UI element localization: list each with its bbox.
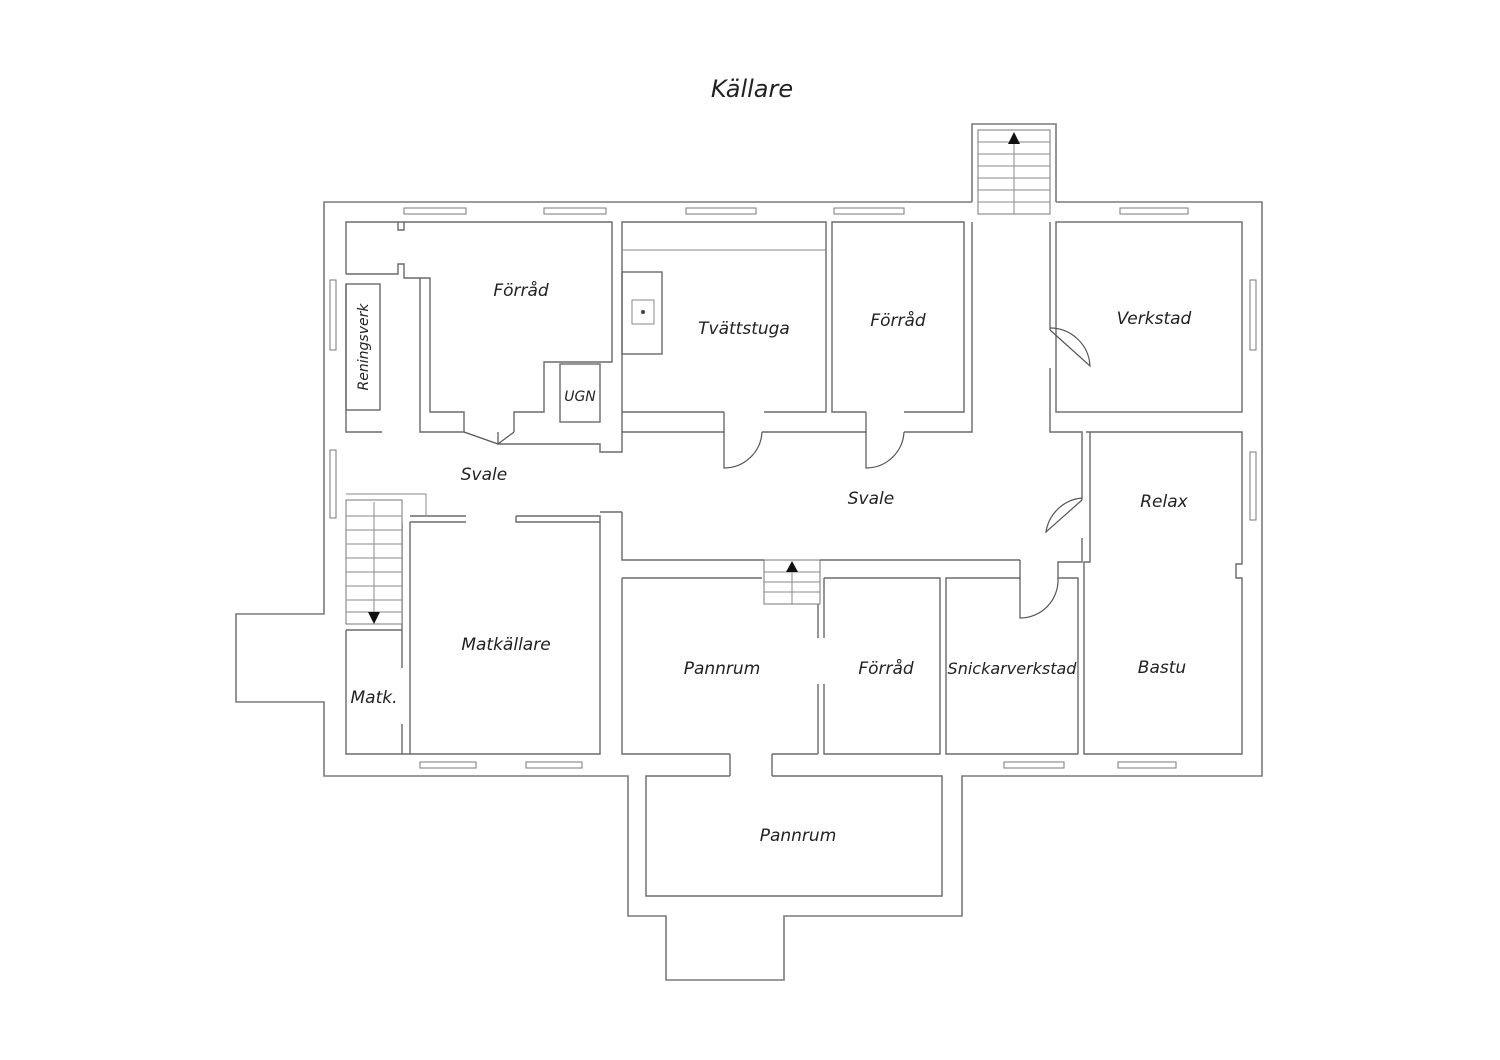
floor-title: Källare xyxy=(711,75,793,103)
room-label-matkallare: Matkällare xyxy=(461,635,550,655)
windows xyxy=(329,207,1257,769)
room-label-bastu: Bastu xyxy=(1138,658,1187,678)
room-label-relax: Relax xyxy=(1140,492,1188,512)
stairs-middle xyxy=(763,559,821,605)
room-label-verkstad: Verkstad xyxy=(1117,309,1192,329)
room-label-forrad-2: Förråd xyxy=(870,310,926,331)
room-walls xyxy=(345,221,1243,897)
room-label-forrad: Förråd xyxy=(493,280,549,301)
stairs-top xyxy=(977,129,1051,215)
room-label-pannrum: Pannrum xyxy=(684,659,761,679)
room-label-reningsverk: Reningsverk xyxy=(356,303,372,391)
room-label-svale-2: Svale xyxy=(848,489,894,509)
room-label-svale: Svale xyxy=(461,465,507,485)
room-label-snickarverkstad: Snickarverkstad xyxy=(948,659,1078,678)
outer-walls xyxy=(235,123,1263,981)
room-label-pannrum-2: Pannrum xyxy=(760,826,837,846)
room-label-tvattstuga: Tvättstuga xyxy=(698,319,790,339)
room-label-ugn: UGN xyxy=(564,389,596,405)
room-label-forrad-3: Förråd xyxy=(858,658,914,679)
doors xyxy=(463,327,1091,619)
stairs-left xyxy=(345,493,427,625)
room-labels: Förråd Reningsverk UGN Tvättstuga Förråd… xyxy=(351,280,1192,846)
room-label-matk: Matk. xyxy=(351,688,398,708)
